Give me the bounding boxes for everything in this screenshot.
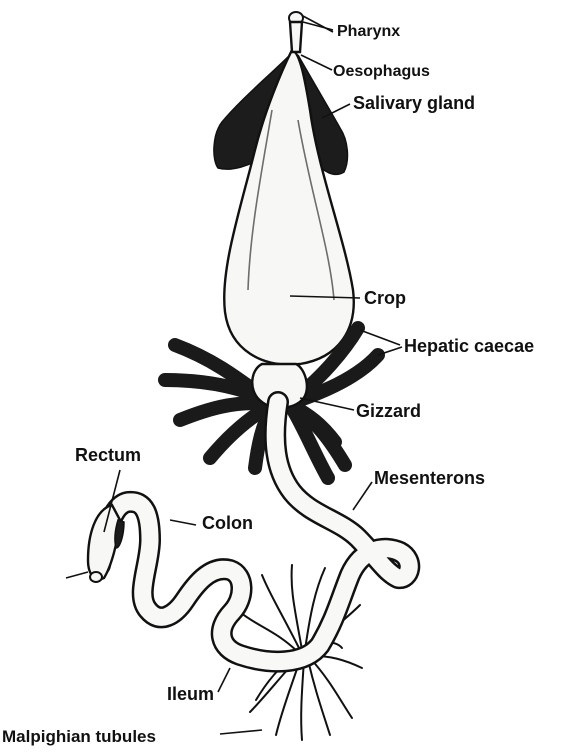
label-pharynx: Pharynx [337, 23, 400, 40]
label-oesophagus: Oesophagus [333, 63, 430, 80]
label-crop: Crop [364, 288, 406, 308]
label-rectum: Rectum [75, 445, 141, 465]
label-ileum: Ileum [167, 684, 214, 704]
label-colon: Colon [202, 513, 253, 533]
label-gizzard: Gizzard [356, 401, 421, 421]
oesophagus [290, 22, 302, 52]
crop [224, 50, 354, 365]
label-salivary-gland: Salivary gland [353, 93, 475, 113]
label-mesenterons: Mesenterons [374, 468, 485, 488]
label-malpighian-tubules: Malpighian tubules [2, 727, 156, 746]
anus [90, 572, 102, 582]
rectum-dark-patch [115, 520, 124, 548]
label-hepatic-caecae: Hepatic caecae [404, 336, 534, 356]
